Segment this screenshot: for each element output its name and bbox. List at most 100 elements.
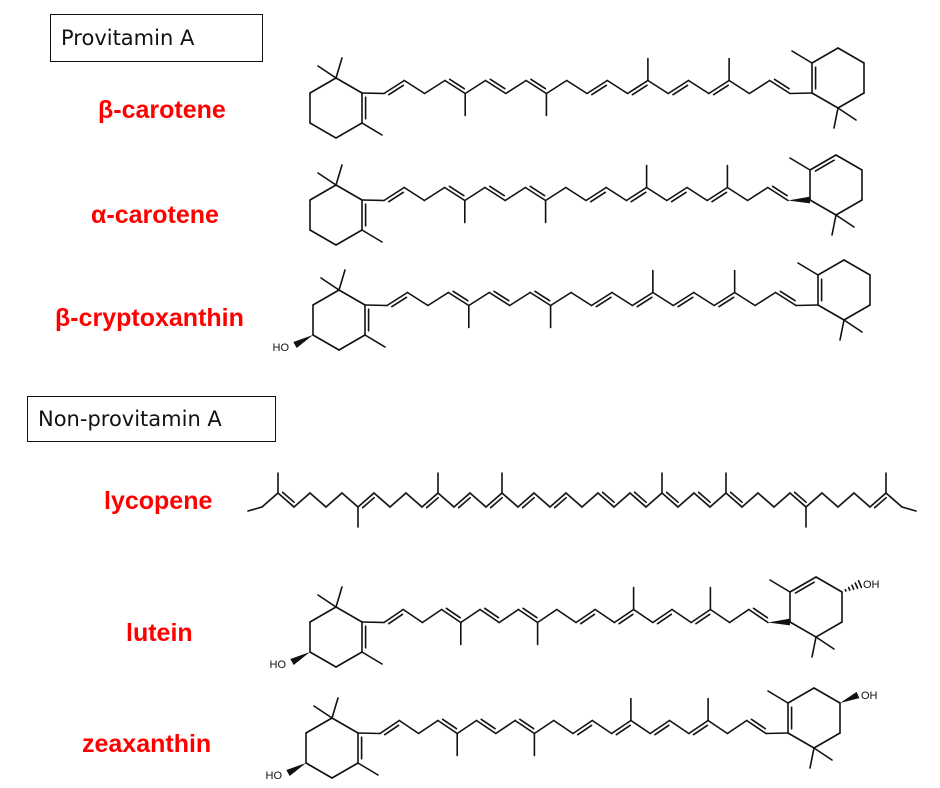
chain-bond bbox=[469, 492, 487, 508]
chain-bond bbox=[726, 719, 748, 735]
chain-double-bond bbox=[613, 608, 635, 624]
ring-bond bbox=[813, 732, 841, 749]
double-bond-inner bbox=[718, 296, 735, 308]
chain-double-bond bbox=[549, 492, 567, 508]
methyl-bond bbox=[791, 50, 813, 64]
chain-double-bond bbox=[774, 291, 797, 307]
chain-bond bbox=[456, 719, 478, 735]
double-bond-inner bbox=[521, 496, 535, 509]
wedge-bond bbox=[286, 763, 306, 776]
double-bond-inner bbox=[779, 290, 796, 302]
wedge-bond bbox=[293, 335, 313, 348]
chain-bond bbox=[293, 492, 311, 508]
chain-double-bond bbox=[421, 492, 439, 508]
ring-bond bbox=[309, 229, 337, 246]
chain-double-bond bbox=[707, 79, 730, 95]
chain-double-bond bbox=[631, 291, 654, 307]
ring-bond bbox=[813, 687, 841, 704]
compound-name-beta-cryptoxanthin: β-cryptoxanthin bbox=[55, 304, 244, 332]
compound-name-zeaxanthin: zeaxanthin bbox=[82, 730, 212, 758]
methyl-bond bbox=[364, 334, 386, 348]
chain-bond bbox=[677, 492, 695, 508]
chain-bond bbox=[545, 79, 568, 95]
double-bond-inner bbox=[457, 496, 471, 509]
double-bond-inner bbox=[493, 290, 510, 302]
hydroxyl-label: OH bbox=[863, 579, 880, 591]
chain-bond bbox=[361, 621, 385, 624]
chain-bond bbox=[403, 186, 426, 202]
double-bond-inner bbox=[281, 491, 295, 504]
chain-double-bond bbox=[440, 608, 462, 624]
methyl-bond bbox=[317, 65, 337, 79]
chain-bond bbox=[565, 492, 583, 508]
chain-bond bbox=[726, 186, 749, 202]
chain-double-bond bbox=[437, 719, 459, 735]
double-bond-inner bbox=[441, 718, 458, 730]
chain-bond bbox=[437, 492, 455, 508]
chain-double-bond bbox=[379, 719, 401, 735]
chain-bond bbox=[613, 492, 631, 508]
chain-bond bbox=[757, 492, 775, 508]
ring-bond bbox=[335, 651, 363, 668]
chain-bond bbox=[555, 608, 577, 624]
double-bond-inner bbox=[750, 718, 767, 730]
double-bond-inner bbox=[771, 185, 788, 197]
chain-double-bond bbox=[747, 608, 769, 624]
chain-bond bbox=[423, 186, 446, 202]
ring-bond bbox=[837, 47, 865, 64]
methyl-bond bbox=[317, 172, 337, 186]
chain-bond bbox=[423, 79, 446, 95]
hash-bond-stroke bbox=[857, 579, 863, 589]
compound-name-lycopene: lycopene bbox=[104, 487, 213, 515]
chain-double-bond bbox=[649, 719, 671, 735]
chain-double-bond bbox=[768, 79, 791, 95]
chain-bond bbox=[611, 291, 634, 307]
double-bond-inner bbox=[452, 290, 469, 302]
methyl-bond bbox=[335, 164, 343, 186]
chain-double-bond bbox=[625, 186, 648, 202]
double-bond-inner bbox=[677, 296, 694, 308]
double-bond-inner bbox=[448, 78, 466, 90]
ring-bond bbox=[338, 334, 366, 351]
ring-bond bbox=[335, 77, 363, 94]
ring-bond bbox=[309, 77, 337, 94]
ring-bond bbox=[331, 717, 359, 734]
chain-double-bond bbox=[277, 492, 295, 508]
methyl-bond bbox=[811, 636, 817, 658]
chain-bond bbox=[501, 492, 519, 508]
chain-bond bbox=[498, 608, 520, 624]
ring-bond bbox=[335, 606, 363, 623]
chain-bond bbox=[564, 186, 587, 202]
double-bond-inner bbox=[489, 496, 503, 509]
chain-double-bond bbox=[610, 719, 632, 735]
chain-bond bbox=[261, 492, 279, 508]
ring-bond bbox=[817, 304, 845, 321]
chain-double-bond bbox=[745, 719, 767, 735]
ring-bond bbox=[312, 334, 340, 351]
compound-name-lutein: lutein bbox=[126, 619, 193, 647]
chain-bond bbox=[591, 719, 613, 735]
ring-bond bbox=[787, 687, 815, 704]
chain-bond bbox=[533, 719, 555, 735]
chain-bond bbox=[671, 608, 693, 624]
chain-bond bbox=[341, 492, 359, 508]
double-bond-inner bbox=[654, 724, 670, 736]
chain-double-bond bbox=[693, 492, 711, 508]
ring-bond bbox=[789, 621, 817, 638]
double-bond-inner bbox=[579, 613, 596, 625]
chain-double-bond bbox=[690, 608, 712, 624]
chain-bond bbox=[247, 506, 263, 512]
chain-bond bbox=[594, 608, 616, 624]
chain-bond bbox=[463, 186, 486, 202]
compound-name-alpha-carotene: α-carotene bbox=[91, 201, 219, 229]
chain-double-bond bbox=[357, 492, 375, 508]
chain-bond bbox=[741, 492, 759, 508]
methyl-bond bbox=[831, 214, 837, 236]
ring-bond bbox=[809, 199, 837, 216]
chain-bond bbox=[632, 608, 654, 624]
group-label-text: Provitamin A bbox=[61, 26, 195, 50]
wedge-bond bbox=[290, 652, 310, 665]
methyl-bond bbox=[313, 705, 333, 719]
chain-bond bbox=[309, 492, 327, 508]
